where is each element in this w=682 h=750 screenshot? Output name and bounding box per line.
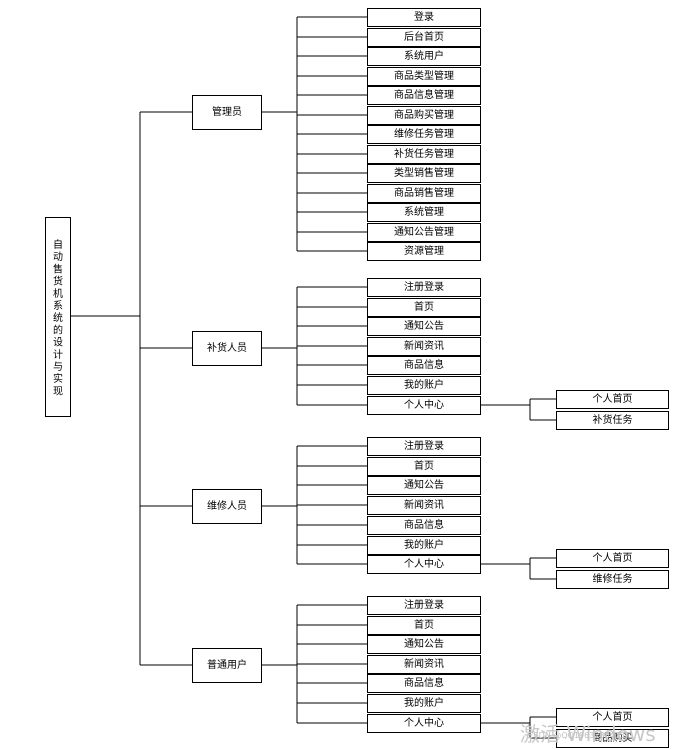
role-1-box: [192, 95, 262, 130]
role-4-sub-label: 个人首页: [593, 710, 633, 723]
role-2-item-box: [367, 376, 481, 395]
role-1-item-label: 类型销售管理: [394, 166, 454, 179]
role-4-item-label: 个人中心: [404, 716, 444, 729]
role-3-item-label: 首页: [414, 459, 434, 472]
role-4-item-label: 通知公告: [404, 637, 444, 650]
role-4-sub-box: [556, 729, 669, 748]
role-1-item-box: [367, 203, 481, 222]
role-4-sub-box: [556, 708, 669, 727]
role-1-item-box: [367, 145, 481, 164]
role-1-item-label: 商品类型管理: [394, 69, 454, 82]
role-4-item-label: 商品信息: [404, 676, 444, 689]
role-3-label: 维修人员: [207, 499, 247, 512]
role-4-item-label: 首页: [414, 618, 434, 631]
role-1-item-box: [367, 86, 481, 105]
role-2-item-label: 通知公告: [404, 319, 444, 332]
role-1-item-label: 后台首页: [404, 30, 444, 43]
role-1-item-label: 商品信息管理: [394, 88, 454, 101]
role-1-item-label: 商品购买管理: [394, 108, 454, 121]
role-2-sub-label: 补货任务: [593, 413, 633, 426]
role-4-item-box: [367, 596, 481, 615]
role-3-item-box: [367, 437, 481, 456]
role-3-sub-box: [556, 570, 669, 589]
role-1-item-box: [367, 242, 481, 261]
role-4-item-label: 新闻资讯: [404, 657, 444, 670]
role-1-item-label: 系统管理: [404, 205, 444, 218]
role-2-label: 补货人员: [207, 341, 247, 354]
role-3-sub-label: 维修任务: [593, 572, 633, 585]
role-4-item-box: [367, 694, 481, 713]
role-3-item-box: [367, 496, 481, 515]
role-1-item-box: [367, 184, 481, 203]
role-1-item-label: 资源管理: [404, 244, 444, 257]
role-2-item-box: [367, 356, 481, 375]
role-2-item-box: [367, 317, 481, 336]
role-3-item-box: [367, 516, 481, 535]
role-3-item-label: 商品信息: [404, 518, 444, 531]
root-label: 自动售货机系统的设计与实现: [53, 238, 63, 397]
role-4-item-box: [367, 655, 481, 674]
role-3-item-box: [367, 457, 481, 476]
role-4-item-box: [367, 616, 481, 635]
role-2-sub-box: [556, 411, 669, 430]
role-1-item-box: [367, 106, 481, 125]
role-1-item-box: [367, 28, 481, 47]
role-1-item-box: [367, 125, 481, 144]
role-3-item-label: 个人中心: [404, 557, 444, 570]
role-1-item-box: [367, 164, 481, 183]
role-1-item-box: [367, 223, 481, 242]
root-box: [45, 217, 71, 417]
role-1-item-label: 补货任务管理: [394, 147, 454, 160]
role-1-item-label: 登录: [414, 10, 434, 23]
role-3-sub-label: 个人首页: [593, 551, 633, 564]
role-1-item-label: 商品销售管理: [394, 186, 454, 199]
role-2-item-label: 个人中心: [404, 398, 444, 411]
role-2-item-label: 我的账户: [404, 378, 444, 391]
role-2-item-box: [367, 337, 481, 356]
role-4-item-box: [367, 674, 481, 693]
role-3-item-label: 我的账户: [404, 538, 444, 551]
activate-windows-watermark: 激活 Windows: [520, 722, 656, 746]
role-4-label: 普通用户: [207, 658, 247, 671]
role-3-item-box: [367, 476, 481, 495]
role-4-item-label: 注册登录: [404, 598, 444, 611]
role-1-item-box: [367, 67, 481, 86]
role-4-item-label: 我的账户: [404, 696, 444, 709]
role-1-label: 管理员: [212, 105, 242, 118]
role-2-sub-box: [556, 390, 669, 409]
role-1-item-box: [367, 47, 481, 66]
role-4-item-box: [367, 635, 481, 654]
role-2-sub-label: 个人首页: [593, 392, 633, 405]
role-2-item-box: [367, 298, 481, 317]
role-2-item-label: 新闻资讯: [404, 339, 444, 352]
role-3-item-label: 通知公告: [404, 478, 444, 491]
role-2-item-label: 注册登录: [404, 280, 444, 293]
role-2-item-label: 首页: [414, 300, 434, 313]
role-3-item-box: [367, 536, 481, 555]
csdn-credit-watermark: CSDN @QQ1963288475: [528, 731, 625, 740]
role-2-item-label: 商品信息: [404, 358, 444, 371]
role-3-item-label: 注册登录: [404, 439, 444, 452]
role-4-sub-label: 商品购买: [593, 731, 633, 744]
role-3-item-label: 新闻资讯: [404, 498, 444, 511]
role-3-box: [192, 489, 262, 524]
role-3-sub-box: [556, 549, 669, 568]
role-1-item-label: 系统用户: [404, 49, 444, 62]
role-1-item-label: 维修任务管理: [394, 127, 454, 140]
role-1-item-box: [367, 8, 481, 27]
role-4-box: [192, 648, 262, 683]
role-1-item-label: 通知公告管理: [394, 225, 454, 238]
role-2-item-box: [367, 278, 481, 297]
